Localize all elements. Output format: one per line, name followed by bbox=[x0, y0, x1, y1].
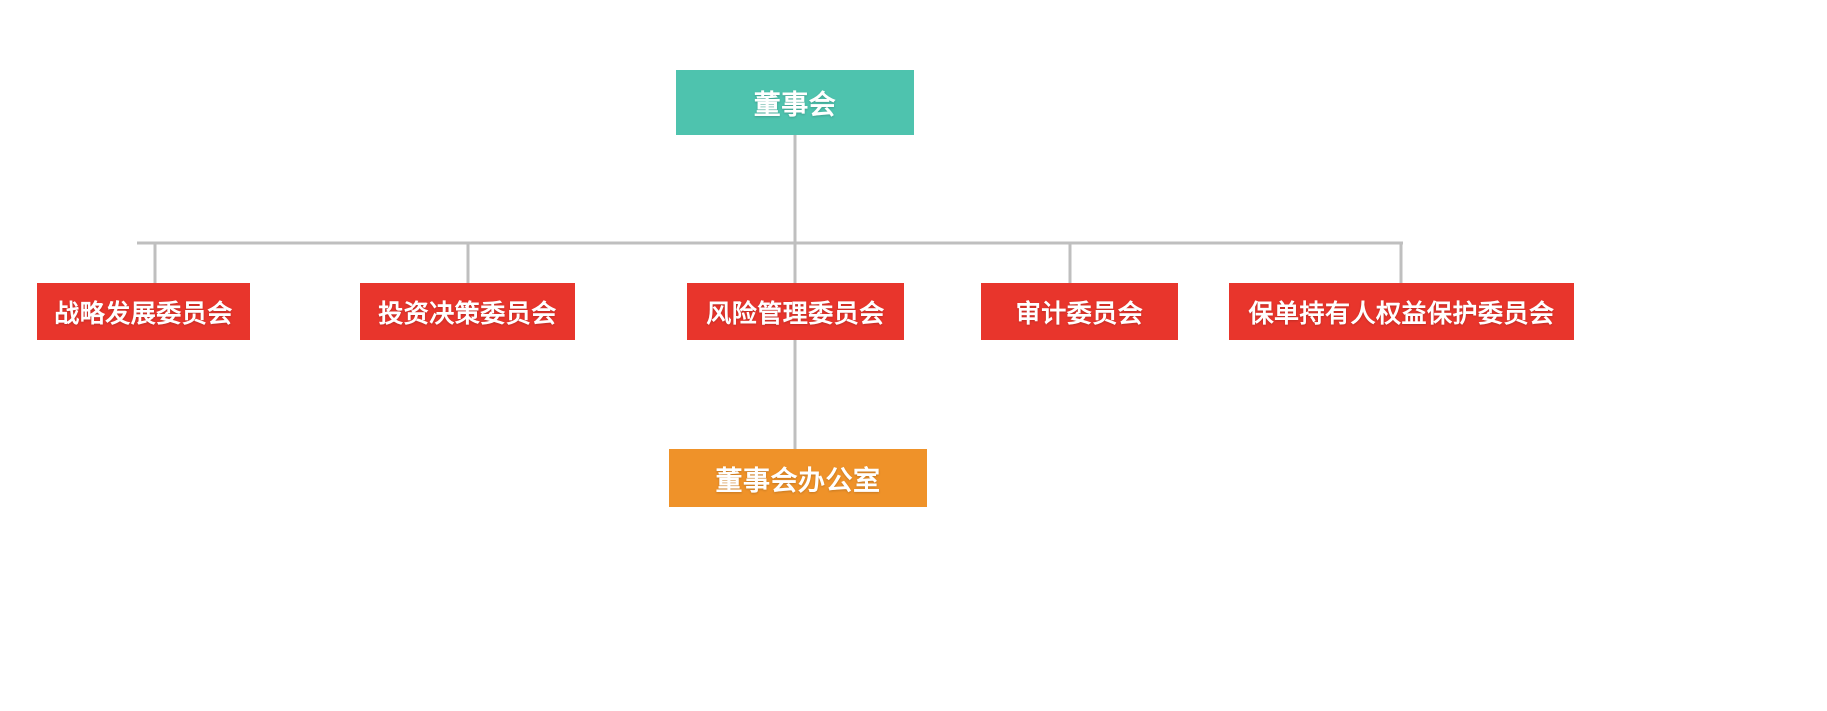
node-committee-1-label: 投资决策委员会 bbox=[378, 299, 557, 328]
node-board-office[interactable]: 董事会办公室 bbox=[669, 449, 927, 507]
node-committee-1[interactable]: 投资决策委员会 bbox=[360, 283, 575, 340]
node-board-office-label: 董事会办公室 bbox=[715, 465, 881, 496]
node-committee-4[interactable]: 保单持有人权益保护委员会 bbox=[1229, 283, 1574, 340]
node-board-of-directors-label: 董事会 bbox=[753, 90, 837, 120]
node-committee-0[interactable]: 战略发展委员会 bbox=[37, 283, 250, 340]
node-committee-0-label: 战略发展委员会 bbox=[54, 299, 233, 328]
node-committee-3[interactable]: 审计委员会 bbox=[981, 283, 1178, 340]
node-committee-4-label: 保单持有人权益保护委员会 bbox=[1248, 299, 1555, 328]
node-committee-2-label: 风险管理委员会 bbox=[706, 299, 885, 328]
node-committee-3-label: 审计委员会 bbox=[1015, 299, 1144, 328]
node-committee-2[interactable]: 风险管理委员会 bbox=[687, 283, 904, 340]
node-board-of-directors[interactable]: 董事会 bbox=[676, 70, 914, 135]
